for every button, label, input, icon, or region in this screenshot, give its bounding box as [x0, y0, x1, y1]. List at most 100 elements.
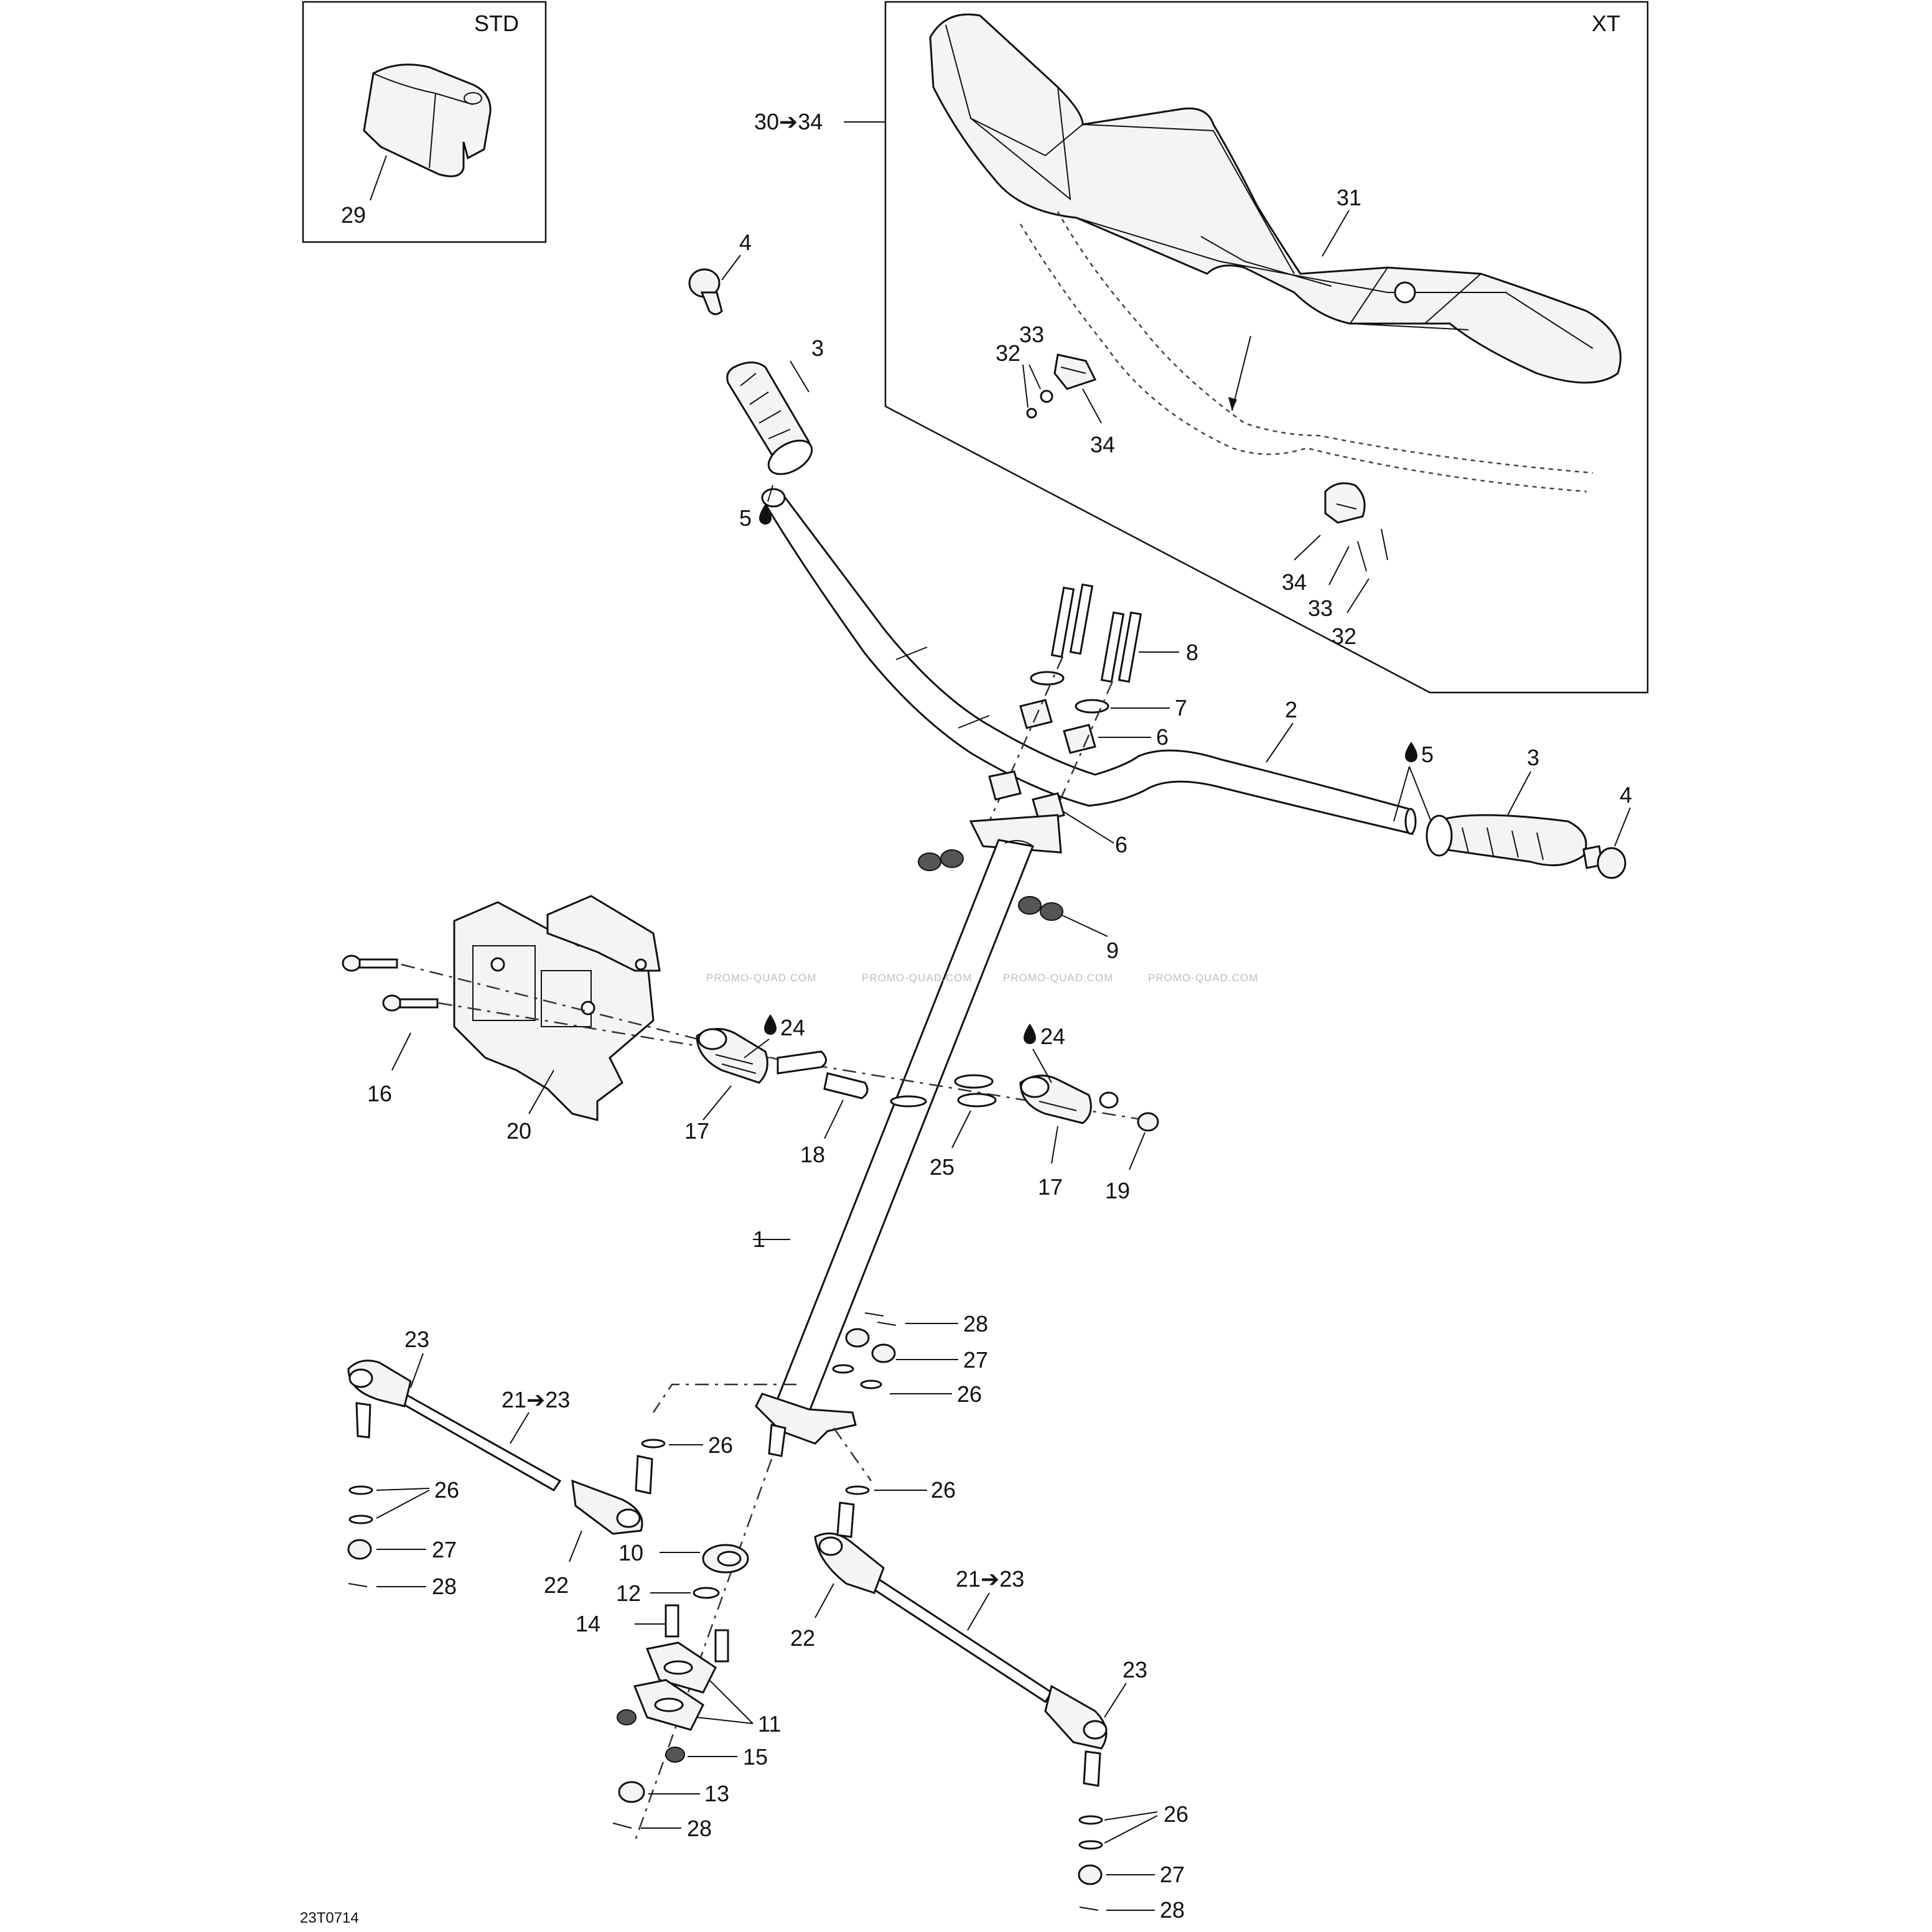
cotter-pin-right[interactable] [1079, 1906, 1099, 1911]
washer-26-right-top[interactable] [845, 1485, 870, 1495]
grip-right[interactable] [1426, 814, 1587, 867]
rings-25[interactable] [890, 1074, 997, 1108]
callout-19: 19 [1105, 1178, 1130, 1203]
handlebar[interactable] [761, 488, 1417, 835]
callout-3-left: 3 [811, 335, 824, 361]
screw-32-lower-b[interactable] [1357, 541, 1367, 572]
callout-12: 12 [616, 1580, 641, 1606]
callout-27-right: 27 [1160, 1862, 1185, 1887]
clamp-bolts[interactable] [1050, 583, 1142, 683]
cotter-pin-c[interactable] [612, 1822, 632, 1829]
nut-27-left[interactable] [347, 1539, 372, 1560]
callout-25: 25 [930, 1154, 954, 1180]
cotter-pin-a[interactable] [864, 1312, 884, 1317]
callout-28-column: 28 [963, 1311, 988, 1337]
mount-clamp-lower[interactable] [1324, 482, 1366, 524]
bearing-plates-11[interactable] [633, 1641, 717, 1731]
nut-27-b[interactable] [871, 1343, 896, 1363]
tie-rod-left[interactable] [347, 1360, 653, 1535]
callout-14: 14 [576, 1611, 600, 1636]
clamp-lower-base[interactable] [969, 770, 1065, 854]
clamp-upper-caps[interactable] [1019, 699, 1096, 754]
callout-28-left: 28 [432, 1574, 457, 1599]
watermark-4: PROMO-QUAD.COM [1148, 972, 1258, 984]
callout-4-right: 4 [1620, 782, 1632, 808]
xt-inset-title: XT [1592, 11, 1620, 36]
oil-drop-icon [764, 1014, 777, 1035]
callout-22-left: 22 [544, 1572, 569, 1598]
callout-6-upper: 6 [1156, 724, 1169, 750]
callout-20: 20 [506, 1118, 531, 1144]
washer-26-right-a[interactable] [1078, 1815, 1103, 1825]
callout-32-upper: 32 [996, 340, 1020, 366]
washer-26-a[interactable] [832, 1364, 854, 1374]
callout-34-lower: 34 [1282, 569, 1307, 595]
tie-rod-right[interactable] [814, 1501, 1108, 1787]
cotter-pin-b[interactable] [877, 1322, 897, 1326]
callout-32-lower: 32 [1332, 623, 1356, 649]
washer-26-b[interactable] [860, 1379, 882, 1389]
callout-24-left: 24 [780, 1015, 805, 1040]
callout-22-right: 22 [790, 1625, 815, 1651]
nut-15-a[interactable] [617, 1709, 637, 1725]
callout-27-left: 27 [432, 1537, 457, 1562]
nuts-9[interactable] [918, 849, 1063, 921]
washer-33-upper[interactable] [1040, 390, 1053, 403]
callout-8: 8 [1186, 640, 1198, 665]
washer-7-a[interactable] [1030, 671, 1065, 686]
nut-13[interactable] [618, 1781, 645, 1803]
callout-15: 15 [743, 1744, 768, 1770]
washer-26-c[interactable] [641, 1439, 666, 1449]
bracket-bolts[interactable] [342, 954, 439, 1012]
callout-5-right: 5 [1421, 742, 1434, 767]
callout-5-left: 5 [739, 505, 752, 531]
bearing-10[interactable] [702, 1544, 749, 1574]
callout-3-right: 3 [1527, 745, 1539, 770]
washer-26-left-b[interactable] [348, 1514, 373, 1524]
std-inset: STD 29 [302, 1, 547, 243]
washer-26-left-a[interactable] [348, 1485, 373, 1495]
grip-left[interactable] [726, 362, 818, 482]
watermark-3: PROMO-QUAD.COM [1003, 972, 1113, 984]
cotter-pin-left[interactable] [348, 1583, 368, 1587]
screw-32-lower-a[interactable] [1381, 528, 1388, 561]
callout-2: 2 [1285, 697, 1297, 722]
oil-drop-icon [759, 504, 772, 525]
callout-17-right: 17 [1038, 1174, 1063, 1200]
steering-column[interactable] [755, 839, 1035, 1457]
mount-clamp-upper[interactable] [1053, 353, 1097, 390]
washer-26-right-b[interactable] [1078, 1840, 1103, 1850]
nut-27-a[interactable] [845, 1328, 870, 1348]
watermark-row: PROMO-QUAD.COM PROMO-QUAD.COM PROMO-QUAD… [706, 972, 1258, 984]
watermark-1: PROMO-QUAD.COM [706, 972, 816, 984]
nut-15-b[interactable] [665, 1747, 685, 1763]
sleeves-18[interactable] [777, 1050, 869, 1099]
std-inset-frame [302, 1, 547, 243]
washer-12[interactable] [693, 1587, 720, 1599]
handguard[interactable] [929, 13, 1622, 384]
support-block-left[interactable] [696, 1028, 768, 1084]
callout-34-upper: 34 [1090, 432, 1115, 457]
callout-13: 13 [704, 1781, 729, 1806]
figure-code: 23T0714 [300, 1910, 359, 1926]
callout-kit-30-34: 30➔34 [754, 109, 823, 134]
lubricant-24-right: 24 [1024, 1024, 1065, 1083]
xt-inset: XT 30➔34 31 32 3 [754, 1, 1649, 694]
nut-27-right[interactable] [1078, 1864, 1103, 1885]
plug-19[interactable] [1099, 1091, 1159, 1132]
support-block-right[interactable] [1019, 1075, 1092, 1124]
bar-end-right[interactable] [1582, 845, 1626, 879]
callout-23-left: 23 [404, 1327, 429, 1352]
screw-32-upper[interactable] [1026, 408, 1037, 419]
watermark-2: PROMO-QUAD.COM [862, 972, 972, 984]
callout-27-column: 27 [963, 1347, 988, 1373]
bar-end-left[interactable] [688, 268, 723, 315]
handlebar-cover-std[interactable] [363, 63, 492, 177]
callout-28-bottom: 28 [687, 1816, 712, 1841]
callout-17-left: 17 [684, 1118, 709, 1144]
callout-16: 16 [367, 1081, 392, 1106]
bolts-14[interactable] [665, 1604, 729, 1663]
steering-bracket[interactable] [453, 895, 661, 1121]
oil-drop-icon [1024, 1024, 1036, 1044]
